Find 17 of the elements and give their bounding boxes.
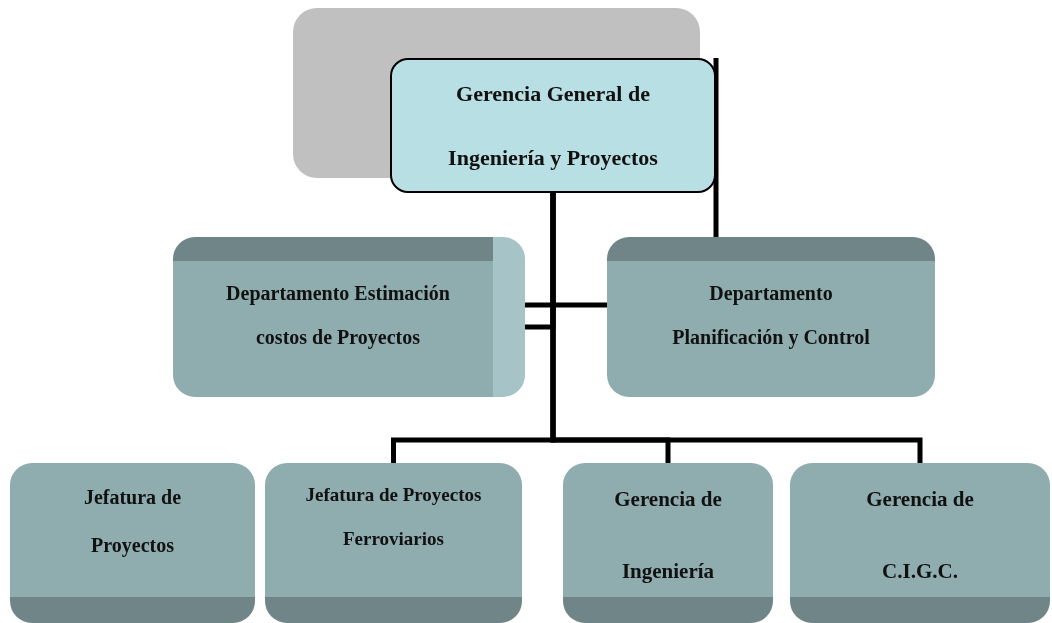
department-box (265, 463, 522, 623)
box-label: Gerencia de Ingeniería (613, 486, 723, 585)
connector-line (525, 302, 607, 308)
department-box (790, 463, 1050, 623)
connector-line (550, 193, 923, 463)
department-box (563, 463, 773, 623)
box-label: Jefatura de Proyectos (82, 485, 183, 559)
connector-line (713, 58, 719, 237)
box-label: Gerencia General de Ingeniería y Proyectos (447, 80, 659, 172)
department-box (607, 237, 935, 397)
box-label: Departamento Estimación costos de Proyectos (225, 281, 451, 351)
department-box (10, 463, 255, 623)
head-office-box (390, 58, 716, 193)
box-label: Gerencia de C.I.G.C. (865, 486, 975, 585)
box-label: Departamento Planificación y Control (671, 281, 871, 351)
department-box (173, 237, 525, 397)
box-label: Jefatura de Proyectos Ferroviarios (304, 483, 483, 551)
